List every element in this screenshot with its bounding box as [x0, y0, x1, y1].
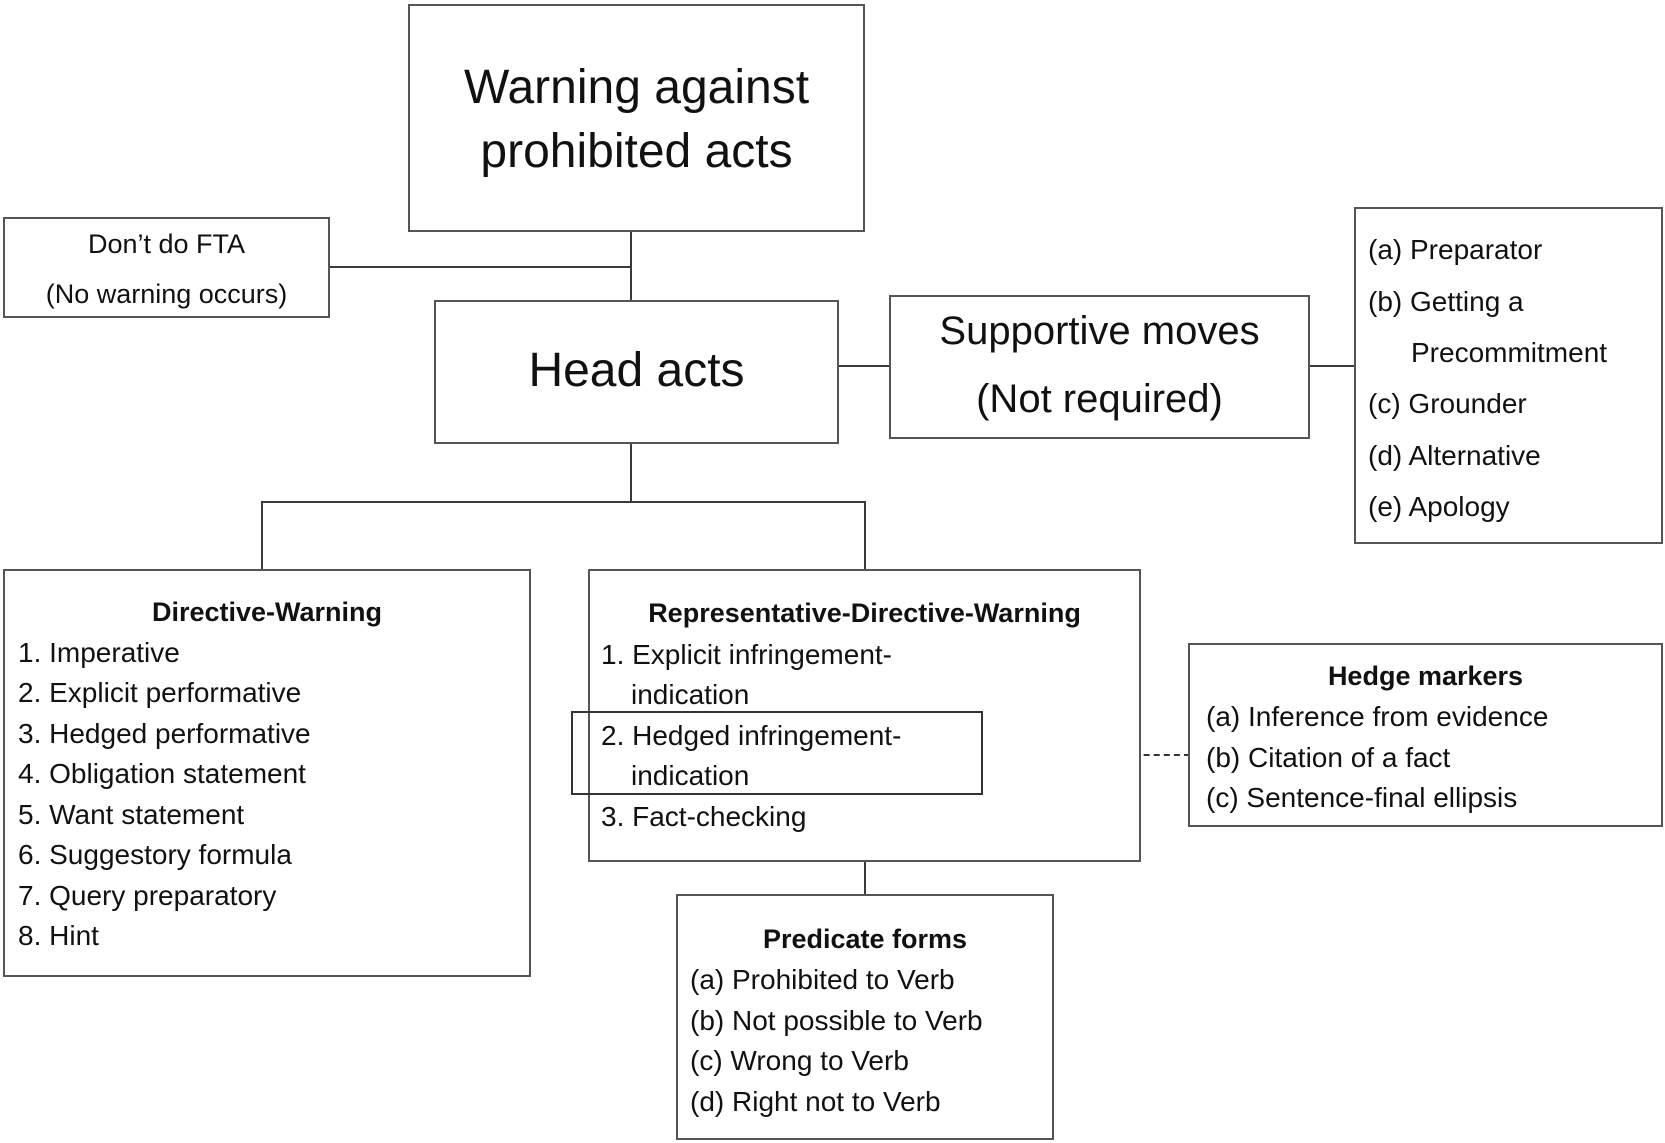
directive-item: 8. Hint	[18, 920, 99, 951]
connector-rep-to-predicate	[864, 860, 866, 896]
connector-head-to-supportive	[837, 365, 889, 367]
representative-warning-title: Representative-Directive-Warning	[648, 598, 1081, 628]
directive-item: 4. Obligation statement	[18, 758, 306, 789]
directive-item: 6. Suggestory formula	[18, 839, 292, 870]
dont-fta-line-2: (No warning occurs)	[45, 279, 288, 309]
representative-warning-box: Representative-Directive-Warning 1. Expl…	[588, 569, 1141, 862]
predicate-forms-box: Predicate forms (a) Prohibited to Verb (…	[676, 894, 1054, 1140]
hedge-item: (a) Inference from evidence	[1206, 701, 1549, 732]
predicate-item: (c) Wrong to Verb	[690, 1045, 909, 1076]
directive-item: 5. Want statement	[18, 799, 245, 830]
connector-root-to-head	[630, 230, 632, 300]
representative-item: 1. Explicit infringement-	[601, 639, 893, 670]
root-box: Warning against prohibited acts	[408, 4, 865, 232]
predicate-item: (b) Not possible to Verb	[690, 1005, 983, 1036]
representative-item: indication	[631, 679, 750, 710]
head-acts-label: Head acts	[528, 344, 745, 397]
root-title-line-2: prohibited acts	[480, 125, 793, 178]
connector-branch-horizontal	[261, 501, 866, 503]
supportive-item: (d) Alternative	[1368, 440, 1541, 471]
dont-fta-line-1: Don’t do FTA	[87, 229, 246, 259]
root-title-line-1: Warning against	[463, 61, 810, 114]
supportive-line-1: Supportive moves	[939, 309, 1260, 353]
supportive-item: (e) Apology	[1368, 491, 1510, 522]
predicate-item: (a) Prohibited to Verb	[690, 964, 955, 995]
connector-branch-right	[864, 501, 866, 569]
dont-fta-box: Don’t do FTA (No warning occurs)	[3, 217, 330, 318]
head-acts-box: Head acts	[434, 300, 839, 444]
hedge-item: (b) Citation of a fact	[1206, 742, 1451, 773]
hedge-markers-box: Hedge markers (a) Inference from evidenc…	[1188, 643, 1663, 827]
hedged-infringement-highlight	[571, 711, 983, 795]
representative-item: indication	[631, 760, 750, 791]
representative-item: 2. Hedged infringement-	[601, 720, 902, 751]
connector-supportive-to-list	[1308, 365, 1356, 367]
directive-item: 1. Imperative	[18, 637, 180, 668]
predicate-forms-title: Predicate forms	[762, 924, 968, 954]
directive-item: 7. Query preparatory	[18, 880, 277, 911]
predicate-item: (d) Right not to Verb	[690, 1086, 941, 1117]
supportive-item: (a) Preparator	[1368, 234, 1543, 265]
directive-warning-box: Directive-Warning 1. Imperative 2. Expli…	[3, 569, 531, 977]
directive-item: 2. Explicit performative	[18, 677, 302, 708]
hedge-markers-title: Hedge markers	[1327, 661, 1524, 691]
representative-item: 3. Fact-checking	[601, 801, 807, 832]
directive-warning-title: Directive-Warning	[151, 597, 383, 627]
supportive-item: (b) Getting a	[1368, 286, 1524, 317]
connector-dontfta-to-trunk	[328, 266, 632, 268]
supportive-moves-box: Supportive moves (Not required)	[889, 295, 1310, 439]
supportive-item: Precommitment	[1411, 337, 1608, 368]
supportive-item: (c) Grounder	[1368, 388, 1527, 419]
hedge-item: (c) Sentence-final ellipsis	[1206, 782, 1518, 813]
supportive-list-box: (a) Preparator (b) Getting a Precommitme…	[1354, 207, 1663, 544]
connector-head-down	[630, 442, 632, 502]
directive-item: 3. Hedged performative	[18, 718, 311, 749]
connector-branch-left	[261, 501, 263, 569]
supportive-line-2: (Not required)	[976, 377, 1223, 421]
